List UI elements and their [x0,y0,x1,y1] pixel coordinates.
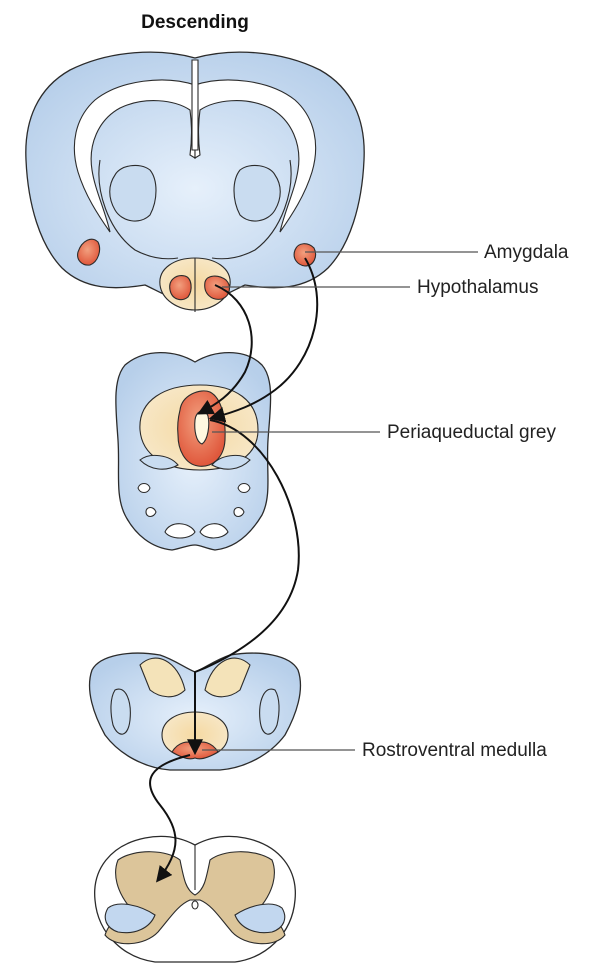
label-periaqueductal-grey: Periaqueductal grey [387,422,556,443]
hypothalamus-right-nucleus [205,276,230,299]
diagram-title: Descending [141,12,249,33]
forebrain-section [26,52,364,312]
amygdala-right-nucleus [294,244,315,266]
hypothalamus-left-nucleus [170,276,191,300]
label-rostroventral-medulla: Rostroventral medulla [362,740,547,761]
spinal-cord-section [95,836,296,962]
midbrain-section [116,353,271,550]
pathway-arrows [150,258,317,880]
label-amygdala: Amygdala [484,242,569,263]
label-hypothalamus: Hypothalamus [417,277,538,298]
